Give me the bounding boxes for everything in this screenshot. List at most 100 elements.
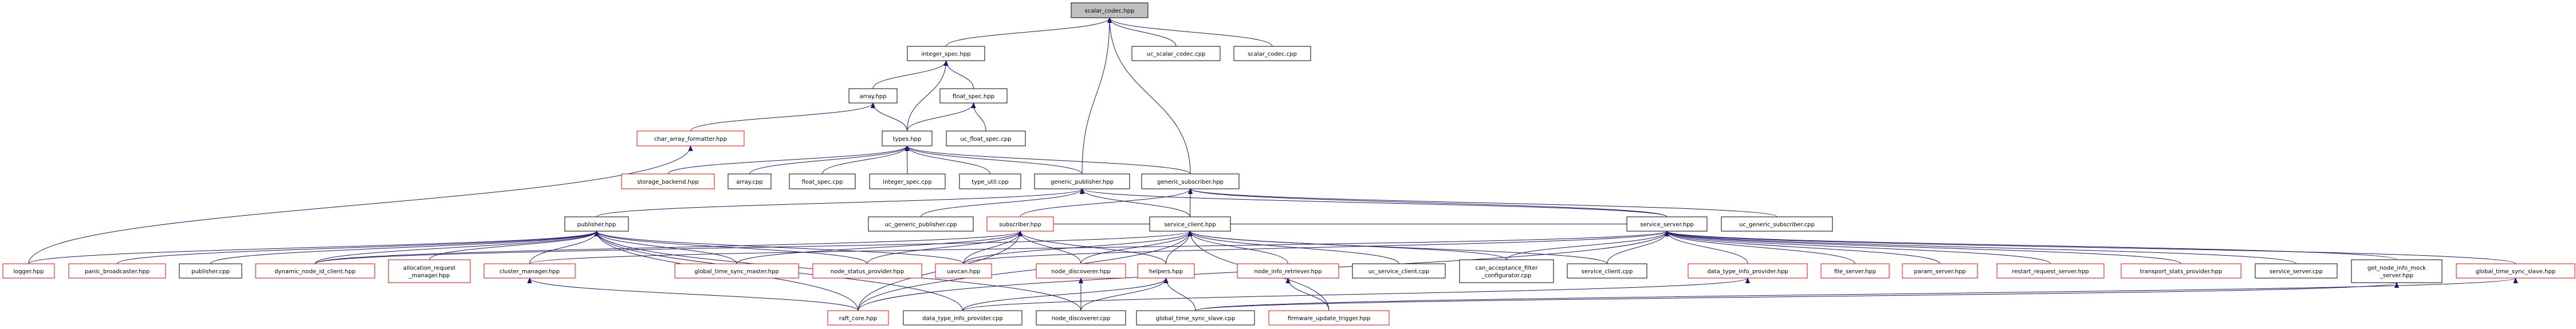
node-box xyxy=(868,216,974,232)
node-char-array-formatter-hpp[interactable]: char_array_formatter.hpp xyxy=(636,130,745,146)
node-label: cluster_manager.hpp xyxy=(500,269,560,275)
edge-subscriber_hpp-to-generic_subscriber_hpp xyxy=(1020,188,1190,217)
node-float-spec-hpp[interactable]: float_spec.hpp xyxy=(939,88,1008,104)
node-cluster-manager-hpp[interactable]: cluster_manager.hpp xyxy=(483,263,576,279)
node-float-spec-cpp[interactable]: float_spec.cpp xyxy=(789,173,856,189)
node-get-node-info-mock-server-hpp[interactable]: get_node_info_mock_server.hpp xyxy=(2351,259,2443,283)
node-box xyxy=(68,263,166,279)
node-box xyxy=(986,216,1054,232)
node-label: array.cpp xyxy=(736,179,762,185)
node-integer-spec-cpp[interactable]: integer_spec.cpp xyxy=(869,173,946,189)
edge-publisher_cpp-to-publisher_hpp xyxy=(210,231,597,264)
edge-service_server_cpp-to-service_server_hpp xyxy=(1667,231,2296,264)
node-box xyxy=(1902,263,1978,279)
edge-restart_request_server_hpp-to-service_server_hpp xyxy=(1667,231,2051,264)
node-helpers-hpp[interactable]: helpers.hpp xyxy=(1137,263,1195,279)
node-box xyxy=(1034,173,1130,189)
node-service-server-cpp[interactable]: service_server.cpp xyxy=(2255,263,2338,279)
node-file-server-hpp[interactable]: file_server.hpp xyxy=(1820,263,1890,279)
edge-global_time_sync_slave_cpp-to-global_time_sync_slave_hpp xyxy=(1195,278,2516,311)
node-box xyxy=(946,130,1026,146)
node-dynamic-node-id-client-hpp[interactable]: dynamic_node_id_client.hpp xyxy=(255,263,375,279)
node-uc-scalar-codec-cpp[interactable]: uc_scalar_codec.cpp xyxy=(1131,46,1221,61)
node-box xyxy=(1149,216,1231,232)
node-integer-spec-hpp[interactable]: integer_spec.hpp xyxy=(907,46,985,61)
node-array-hpp[interactable]: array.hpp xyxy=(848,88,898,104)
node-box xyxy=(1136,310,1255,326)
edge-cluster_manager_hpp-to-publisher_hpp xyxy=(529,231,597,264)
node-uc-float-spec-cpp[interactable]: uc_float_spec.cpp xyxy=(946,130,1026,146)
node-box xyxy=(1626,216,1708,232)
node-uc-generic-subscriber-cpp[interactable]: uc_generic_subscriber.cpp xyxy=(1721,216,1833,232)
node-allocation-request-manager-hpp[interactable]: allocation_request_manager.hpp xyxy=(388,259,471,283)
node-restart-request-server-hpp[interactable]: restart_request_server.hpp xyxy=(1996,263,2105,279)
edge-firmware_update_trigger_hpp-to-node_info_retriever_hpp xyxy=(1288,278,1330,311)
node-box xyxy=(255,263,375,279)
edge-global_time_sync_slave_cpp-to-helpers_hpp xyxy=(1166,278,1196,311)
edge-get_node_info_mock_server_hpp-to-service_server_hpp xyxy=(1667,231,2397,260)
node-node-info-retriever-hpp[interactable]: node_info_retriever.hpp xyxy=(1237,263,1339,279)
node-box xyxy=(1268,310,1390,326)
node-box xyxy=(1036,310,1126,326)
node-data-type-info-provider-cpp[interactable]: data_type_info_provider.cpp xyxy=(903,310,1022,326)
node-storage-backend-hpp[interactable]: storage_backend.hpp xyxy=(621,173,715,189)
node-box xyxy=(1996,263,2105,279)
edge-uc_generic_subscriber_cpp-to-generic_subscriber_hpp xyxy=(1190,188,1777,217)
node-array-cpp[interactable]: array.cpp xyxy=(727,173,772,189)
node-box xyxy=(388,259,471,283)
node-label: generic_publisher.hpp xyxy=(1051,179,1114,185)
edge-dynamic_node_id_client_hpp-to-service_client_hpp xyxy=(314,231,1190,264)
node-types-hpp[interactable]: types.hpp xyxy=(882,130,933,146)
node-node-discoverer-hpp[interactable]: node_discoverer.hpp xyxy=(1036,263,1126,279)
node-raft-core-hpp[interactable]: raft_core.hpp xyxy=(827,310,889,326)
node-box xyxy=(1071,2,1149,18)
edge-types_hpp-to-array_hpp xyxy=(873,102,907,132)
node-node-status-provider-hpp[interactable]: node_status_provider.hpp xyxy=(812,263,922,279)
node-label: _server.hpp xyxy=(2380,273,2413,279)
node-scalar-codec-cpp[interactable]: scalar_codec.cpp xyxy=(1233,46,1311,61)
node-box xyxy=(179,263,242,279)
node-can-acceptance-filter-configurator-cpp[interactable]: can_acceptance_filter_configurator.cpp xyxy=(1459,259,1554,283)
node-uc-service-client-cpp[interactable]: uc_service_client.cpp xyxy=(1352,263,1446,279)
node-label: panic_broadcaster.hpp xyxy=(85,269,150,275)
node-box xyxy=(848,88,898,104)
edge-raft_core_hpp-to-service_client_hpp xyxy=(858,231,1190,311)
node-param-server-hpp[interactable]: param_server.hpp xyxy=(1902,263,1978,279)
node-box xyxy=(1352,263,1446,279)
node-box xyxy=(869,173,946,189)
node-panic-broadcaster-hpp[interactable]: panic_broadcaster.hpp xyxy=(68,263,166,279)
node-uavcan-hpp[interactable]: uavcan.hpp xyxy=(935,263,992,279)
node-label: scalar_codec.hpp xyxy=(1085,8,1135,14)
node-box xyxy=(1131,46,1221,61)
node-box xyxy=(674,263,799,279)
edge-node_info_retriever_hpp-to-service_client_hpp xyxy=(1190,231,1288,264)
node-publisher-cpp[interactable]: publisher.cpp xyxy=(179,263,242,279)
edge-service_server_hpp-to-generic_publisher_hpp xyxy=(1082,188,1667,217)
node-generic-publisher-hpp[interactable]: generic_publisher.hpp xyxy=(1034,173,1130,189)
node-global-time-sync-slave-cpp[interactable]: global_time_sync_slave.cpp xyxy=(1136,310,1255,326)
node-label: uavcan.hpp xyxy=(947,269,981,275)
node-type-util-cpp[interactable]: type_util.cpp xyxy=(959,173,1021,189)
node-service-client-cpp[interactable]: service_client.cpp xyxy=(1567,263,1647,279)
node-label: integer_spec.hpp xyxy=(921,51,970,58)
edge-global_time_sync_slave_cpp-to-get_node_info_mock_server_hpp xyxy=(1195,282,2397,311)
edge-uavcan_hpp-to-service_client_hpp xyxy=(963,231,1190,264)
edge-node_discoverer_cpp-to-helpers_hpp xyxy=(1080,278,1166,311)
node-firmware-update-trigger-hpp[interactable]: firmware_update_trigger.hpp xyxy=(1268,310,1390,326)
edge-service_client_hpp-to-generic_subscriber_hpp xyxy=(1190,189,1191,217)
node-service-client-hpp[interactable]: service_client.hpp xyxy=(1149,216,1231,232)
node-global-time-sync-slave-hpp[interactable]: global_time_sync_slave.hpp xyxy=(2456,263,2575,279)
node-logger-hpp[interactable]: logger.hpp xyxy=(2,263,55,279)
node-data-type-info-provider-hpp[interactable]: data_type_info_provider.hpp xyxy=(1688,263,1808,279)
node-transport-stats-provider-hpp[interactable]: transport_stats_provider.hpp xyxy=(2121,263,2241,279)
node-label: storage_backend.hpp xyxy=(637,179,698,185)
node-generic-subscriber-hpp[interactable]: generic_subscriber.hpp xyxy=(1141,173,1240,189)
node-node-discoverer-cpp[interactable]: node_discoverer.cpp xyxy=(1036,310,1126,326)
node-service-server-hpp[interactable]: service_server.hpp xyxy=(1626,216,1708,232)
node-subscriber-hpp[interactable]: subscriber.hpp xyxy=(986,216,1054,232)
edge-data_type_info_provider_cpp-to-data_type_info_provider_hpp xyxy=(962,278,1748,311)
node-global-time-sync-master-hpp[interactable]: global_time_sync_master.hpp xyxy=(674,263,799,279)
node-uc-generic-publisher-cpp[interactable]: uc_generic_publisher.cpp xyxy=(868,216,974,232)
node-publisher-hpp[interactable]: publisher.hpp xyxy=(564,216,629,232)
edge-dynamic_node_id_client_hpp-to-subscriber_hpp xyxy=(314,231,1020,264)
